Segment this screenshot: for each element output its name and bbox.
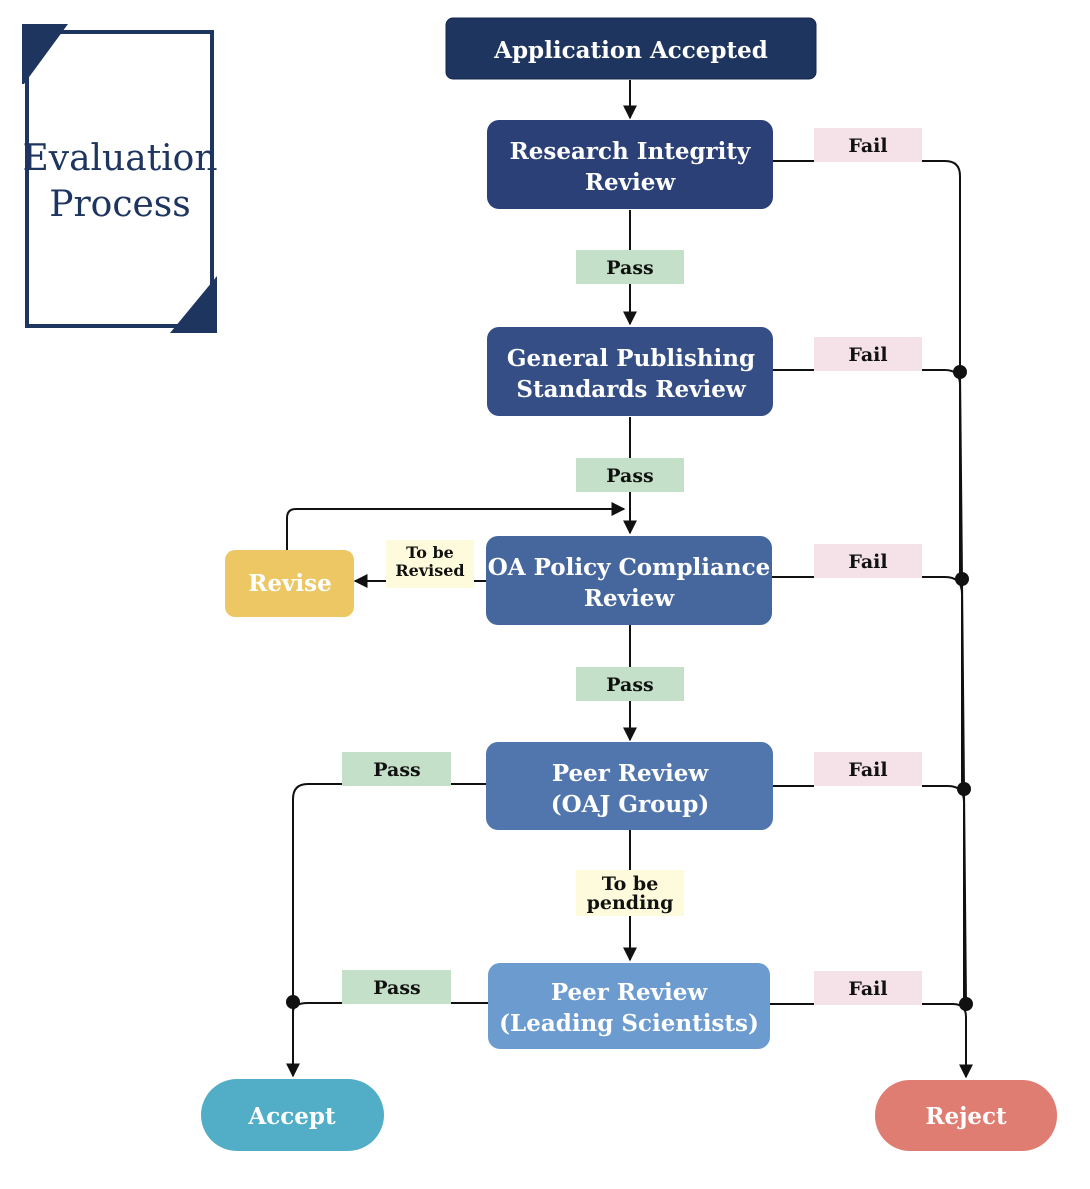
pass-label: Pass <box>342 752 451 786</box>
pass-label: Pass <box>576 250 684 284</box>
pass-label-text: Pass <box>373 977 420 999</box>
pass-label: Pass <box>576 458 684 492</box>
node-label-line-2: (OAJ Group) <box>551 791 709 818</box>
title-line-2: Process <box>49 184 191 225</box>
fail-label-text: Fail <box>848 135 887 157</box>
node-label-line-2: Review <box>585 169 676 196</box>
node-label-line-2: Standards Review <box>516 376 746 403</box>
title-frame: Evaluation Process <box>22 24 218 333</box>
node-accept: Accept <box>201 1079 384 1151</box>
node-application-accepted: Application Accepted <box>445 17 817 80</box>
fail-label-text: Fail <box>848 551 887 573</box>
node-reject: Reject <box>875 1080 1057 1151</box>
node-research-integrity-review: Research Integrity Review <box>487 120 773 209</box>
junction-dots <box>286 365 973 1011</box>
to-be-revised-line-1: To be <box>406 543 454 562</box>
node-label-line-1: OA Policy Compliance <box>488 554 771 581</box>
fail-path-edges <box>770 160 973 1079</box>
junction-dot <box>959 997 973 1011</box>
junction-dot <box>286 995 300 1009</box>
pass-path-edges <box>286 783 488 1078</box>
node-peer-review-leading-scientists: Peer Review (Leading Scientists) <box>488 963 770 1049</box>
fail-label-text: Fail <box>848 344 887 366</box>
node-label: Revise <box>248 570 331 597</box>
node-peer-review-oaj-group: Peer Review (OAJ Group) <box>486 742 773 830</box>
fail-label: Fail <box>814 337 922 371</box>
node-label-line-1: Peer Review <box>551 979 709 1006</box>
junction-dot <box>955 572 969 586</box>
pass-label-text: Pass <box>373 759 420 781</box>
node-label-line-2: (Leading Scientists) <box>499 1010 759 1037</box>
fail-label: Fail <box>814 971 922 1005</box>
edge-labels: Pass Pass Pass Pass Pass Fail Fail Fai <box>342 128 922 1005</box>
revise-loop-edges <box>286 502 626 588</box>
to-be-revised-label: To be Revised <box>386 540 474 588</box>
title-line-1: Evaluation <box>22 138 217 179</box>
node-label-line-1: Peer Review <box>552 760 710 787</box>
node-label: Reject <box>925 1103 1007 1130</box>
fail-label: Fail <box>814 752 922 786</box>
node-general-publishing-standards-review: General Publishing Standards Review <box>487 327 773 416</box>
fail-label-text: Fail <box>848 978 887 1000</box>
fail-label: Fail <box>814 128 922 162</box>
pass-label: Pass <box>576 667 684 701</box>
fail-label-text: Fail <box>848 759 887 781</box>
node-label-line-2: Review <box>584 585 675 612</box>
node-label-line-1: Research Integrity <box>510 138 751 165</box>
junction-dot <box>953 365 967 379</box>
node-label-line-1: General Publishing <box>507 345 755 372</box>
node-revise: Revise <box>225 550 354 617</box>
node-label: Application Accepted <box>493 37 768 64</box>
pass-label-text: Pass <box>606 465 653 487</box>
pass-label-text: Pass <box>606 257 653 279</box>
node-oa-policy-compliance-review: OA Policy Compliance Review <box>486 536 772 625</box>
fail-label: Fail <box>814 544 922 578</box>
pass-label: Pass <box>342 970 451 1004</box>
to-be-pending-label: To be pending <box>576 870 684 916</box>
junction-dot <box>957 782 971 796</box>
node-label: Accept <box>247 1103 336 1130</box>
pass-label-text: Pass <box>606 674 653 696</box>
to-be-revised-line-2: Revised <box>395 561 464 580</box>
to-be-pending-line-1: To be <box>602 873 659 895</box>
to-be-pending-line-2: pending <box>587 892 674 914</box>
